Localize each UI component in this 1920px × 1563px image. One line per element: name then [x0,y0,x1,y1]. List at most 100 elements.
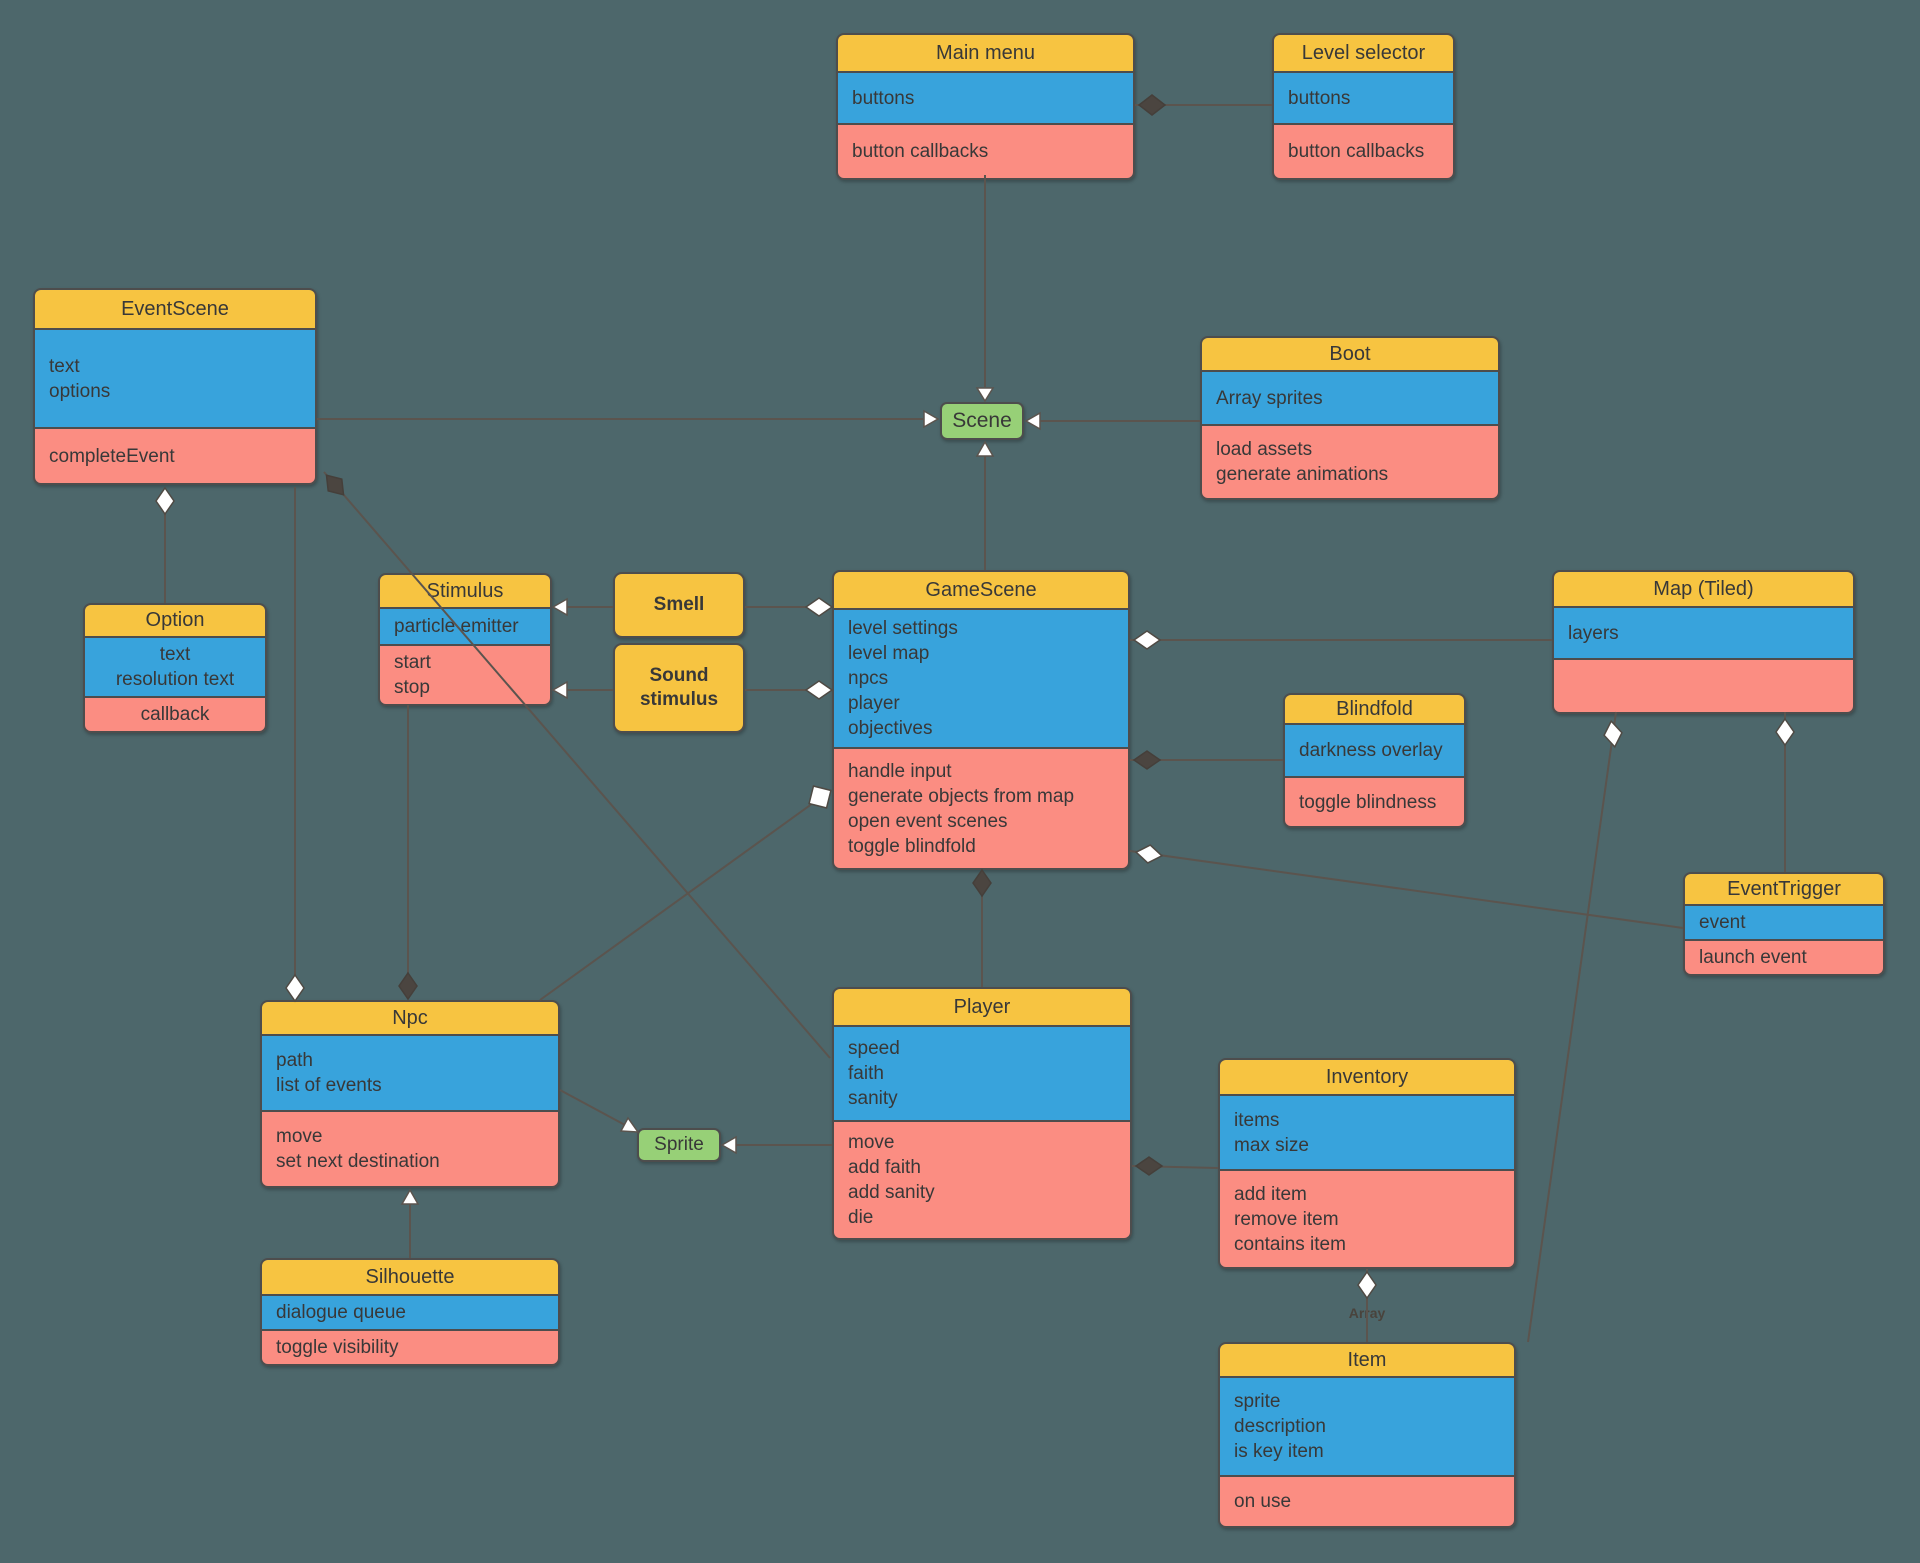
connector-event-scene-player[interactable] [320,469,831,1059]
connector-game-scene-event-trigger[interactable] [1129,843,1684,929]
method-row: stop [394,677,430,698]
class-title: Stimulus [380,575,550,609]
class-player[interactable]: Player speed faith sanity move add faith… [832,987,1132,1240]
class-inventory[interactable]: Inventory items max size add item remove… [1218,1058,1516,1269]
class-title: Item [1220,1344,1514,1378]
attribute-row: path [276,1050,313,1071]
connector-sound-stimulus-stimulus[interactable] [551,680,613,700]
methods-section: button callbacks [838,125,1133,178]
attribute-row: buttons [1288,87,1351,109]
connector-game-scene-npc[interactable] [539,785,832,1001]
connector-game-scene-blindfold[interactable] [1130,750,1283,770]
connector-game-scene-smell[interactable] [745,597,834,617]
methods-section [1554,660,1853,712]
node-sound-stimulus[interactable]: Sound stimulus [613,643,745,733]
connector-npc-event-scene[interactable] [285,487,305,1003]
connector-game-scene-sound-stimulus[interactable] [745,680,834,700]
class-title-text: Level selector [1301,41,1426,64]
class-map-tiled[interactable]: Map (Tiled) layers [1552,570,1855,714]
attributes-section: path list of events [262,1036,558,1112]
connector-main-menu-level-selector[interactable] [1135,94,1272,116]
class-level-selector[interactable]: Level selector buttons button callbacks [1272,33,1455,180]
attributes-section: items max size [1220,1096,1514,1171]
attribute-row: faith [848,1063,884,1084]
method-row: toggle visibility [276,1337,399,1358]
attributes-section: sprite description is key item [1220,1378,1514,1477]
class-title: Map (Tiled) [1554,572,1853,608]
methods-section: completeEvent [35,429,315,483]
method-row: callback [140,704,210,725]
class-title: GameScene [834,572,1128,610]
node-scene-label: Scene [952,409,1012,432]
connector-game-scene-map[interactable] [1130,630,1552,650]
methods-section: on use [1220,1477,1514,1526]
class-event-scene[interactable]: EventScene text options completeEvent [33,288,317,485]
attributes-section: Array sprites [1202,372,1498,426]
class-title-text: GameScene [925,578,1037,601]
attribute-row: npcs [848,668,889,689]
method-row: toggle blindness [1299,791,1437,813]
methods-section: toggle visibility [262,1331,558,1364]
method-row: move [848,1132,895,1153]
connector-map-item[interactable] [1527,711,1624,1343]
connector-silhouette-npc[interactable] [400,1188,420,1258]
method-row: load assets [1216,439,1313,460]
class-title: EventScene [35,290,315,330]
methods-section: add item remove item contains item [1220,1171,1514,1267]
method-row: open event scenes [848,810,1008,832]
class-event-trigger[interactable]: EventTrigger event launch event [1683,872,1885,976]
method-row: generate animations [1216,464,1389,485]
methods-section: load assets generate animations [1202,426,1498,498]
class-title-text: Player [953,995,1011,1018]
class-npc[interactable]: Npc path list of events move set next de… [260,1000,560,1188]
connector-event-scene-scene[interactable] [317,409,940,429]
connector-player-sprite[interactable] [720,1135,832,1155]
attribute-row: items [1234,1109,1280,1131]
class-title: Boot [1202,338,1498,372]
connector-smell-stimulus[interactable] [551,597,613,617]
connector-boot-scene[interactable] [1024,411,1200,431]
class-title: Main menu [838,35,1133,73]
node-scene[interactable]: Scene [940,402,1024,440]
attribute-row: level map [848,643,930,664]
methods-section: handle input generate objects from map o… [834,749,1128,868]
connector-game-scene-player[interactable] [972,868,992,987]
connector-map-event-trigger[interactable] [1775,712,1795,872]
connector-npc-stimulus[interactable] [398,705,418,1001]
attribute-row: player [848,693,900,714]
connector-main-menu-scene[interactable] [975,175,995,403]
class-title-text: Inventory [1325,1065,1409,1088]
class-title-text: Boot [1329,342,1371,365]
attributes-section: darkness overlay [1285,725,1464,778]
class-game-scene[interactable]: GameScene level settings level map npcs … [832,570,1130,870]
attribute-row: options [49,380,111,402]
array-multiplicity-label: Array [1348,1305,1386,1321]
connector-game-scene-scene[interactable] [975,440,995,570]
node-sprite[interactable]: Sprite [637,1128,721,1162]
methods-section: launch event [1685,941,1883,974]
method-row: toggle blindfold [848,835,976,857]
class-silhouette[interactable]: Silhouette dialogue queue toggle visibil… [260,1258,560,1366]
class-main-menu[interactable]: Main menu buttons button callbacks [836,33,1135,180]
class-title-text: Item [1347,1348,1387,1371]
attribute-row: list of events [276,1075,382,1096]
connector-player-inventory[interactable] [1131,1156,1219,1176]
connector-event-scene-option[interactable] [155,486,175,603]
class-option[interactable]: Option text resolution text callback [83,603,267,733]
class-title-text: Option [145,609,205,631]
method-row: set next destination [276,1151,440,1172]
class-boot[interactable]: Boot Array sprites load assets generate … [1200,336,1500,500]
class-item[interactable]: Item sprite description is key item on u… [1218,1342,1516,1528]
class-blindfold[interactable]: Blindfold darkness overlay toggle blindn… [1283,693,1466,828]
attribute-row: layers [1568,622,1619,644]
attribute-row: darkness overlay [1299,740,1443,761]
attribute-row: level settings [848,618,958,639]
attribute-row: text [159,644,191,665]
node-smell[interactable]: Smell [613,572,745,638]
attributes-section: text resolution text [85,638,265,698]
class-stimulus[interactable]: Stimulus particle emitter start stop [378,573,552,706]
class-title: Npc [262,1002,558,1036]
connector-npc-sprite[interactable] [559,1089,640,1133]
attribute-row: particle emitter [394,616,519,637]
method-row: launch event [1699,947,1807,968]
